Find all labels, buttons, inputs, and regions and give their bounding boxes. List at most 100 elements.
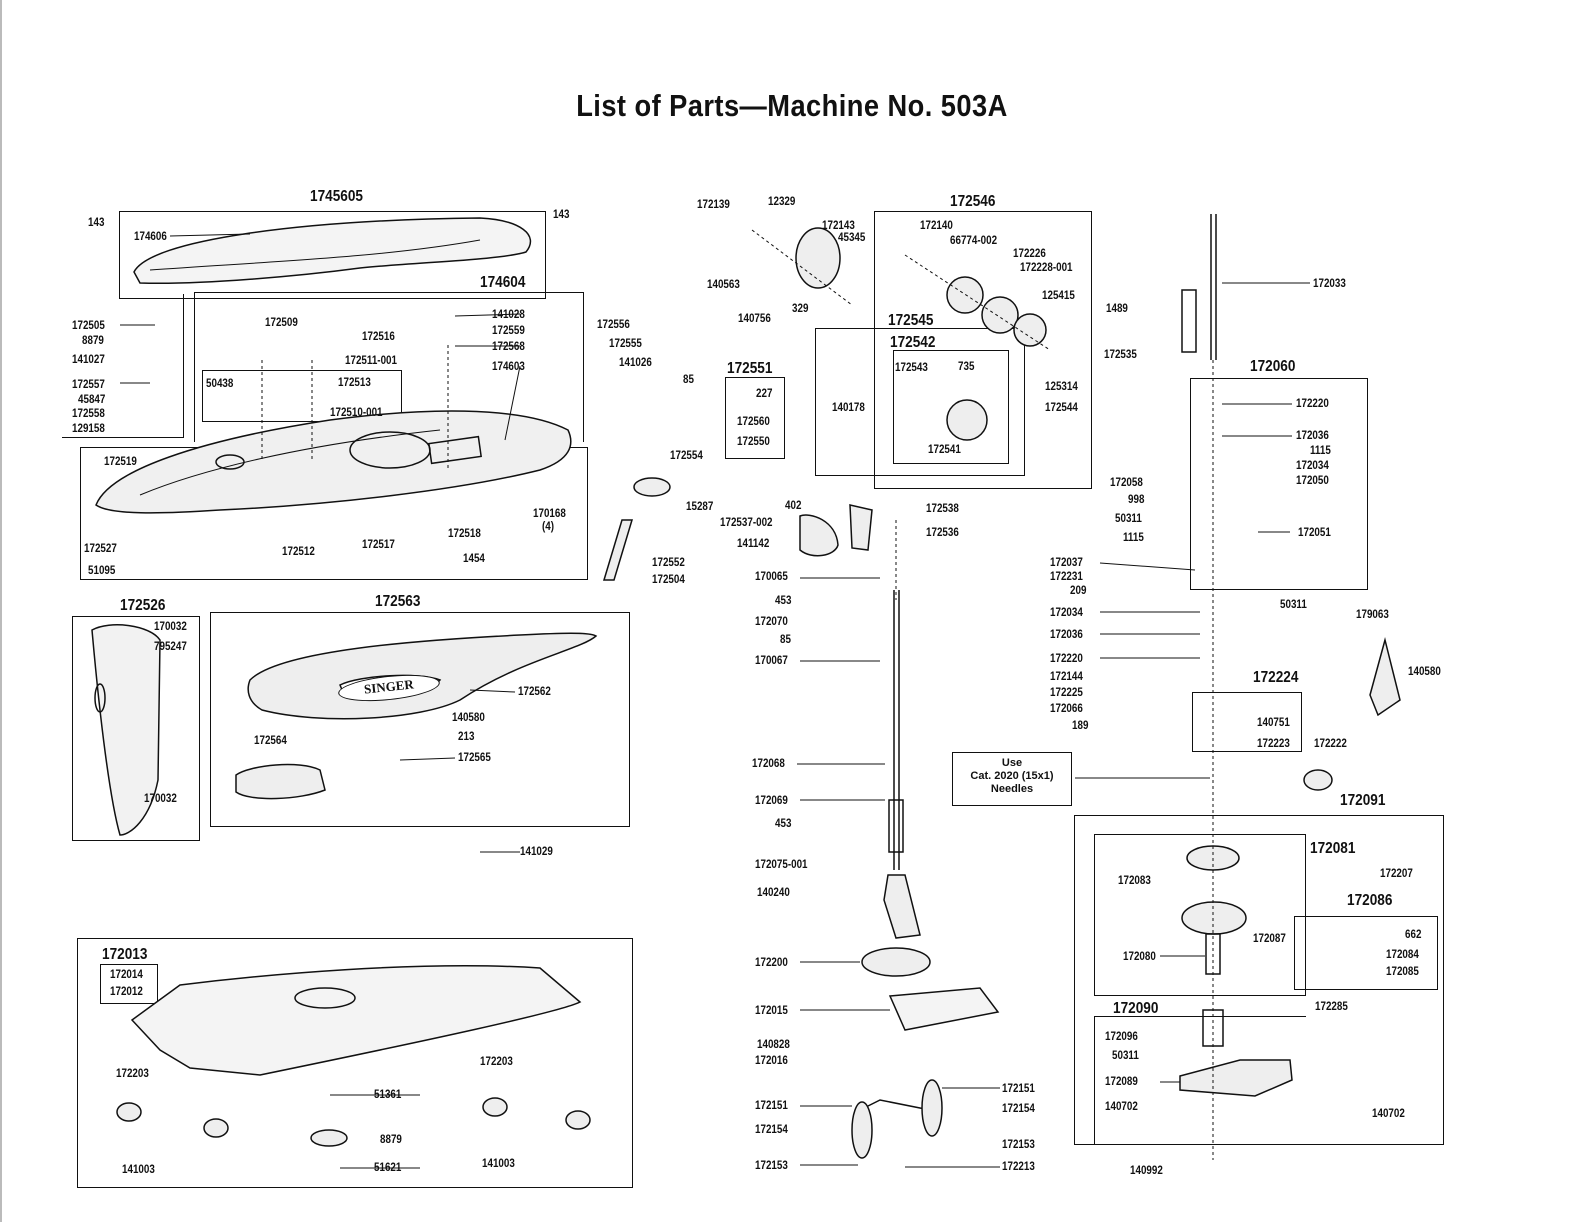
tension-group-box [874,211,1092,489]
part-number-label: 213 [458,729,475,743]
part-number-label: 50311 [1280,597,1307,611]
part-number-label: 172504 [652,572,685,586]
part-number-label: (4) [542,519,555,533]
part-number-label: 51361 [374,1087,402,1101]
needle-bar-group-box [1190,378,1368,590]
part-number-label: 172153 [755,1158,788,1172]
part-number-label: 170067 [755,653,788,667]
part-number-label: 172213 [1002,1159,1035,1173]
part-number-label: 172223 [1257,736,1290,750]
part-number-label: 662 [1405,927,1422,941]
part-number-label: 172555 [609,336,642,350]
part-number-label: 174603 [492,359,525,373]
page-edge [0,0,2,1222]
part-number-label: 172228-001 [1020,260,1073,274]
part-number-label: 51095 [88,563,116,577]
part-number-label: 1454 [463,551,485,565]
part-number-label: 170168 [533,506,566,520]
part-number-label: 45345 [838,230,866,244]
group-label: 172086 [1347,892,1393,909]
group-label: 172545 [888,312,934,329]
part-number-label: 170032 [144,791,177,805]
part-number-label: 172222 [1314,736,1347,750]
part-number-label: 174606 [134,229,167,243]
cover-group-box [119,211,546,299]
part-number-label: 172139 [697,197,730,211]
part-number-label: 140580 [1408,664,1441,678]
part-number-label: 172153 [1002,1137,1035,1151]
part-number-label: 172154 [755,1122,788,1136]
part-number-label: 172527 [84,541,117,555]
part-number-label: 172220 [1296,396,1329,410]
part-number-label: 172050 [1296,473,1329,487]
part-number-label: 1489 [1106,301,1128,315]
part-number-label: 172556 [597,317,630,331]
part-number-label: 209 [1070,583,1087,597]
part-number-label: 8879 [380,1132,402,1146]
part-number-label: 172034 [1296,458,1329,472]
part-number-label: 141026 [619,355,652,369]
group-label: 172013 [102,946,148,963]
part-number-label: 172509 [265,315,298,329]
part-number-label: 66774-002 [950,233,998,247]
part-number-label: 172511-001 [345,353,397,367]
part-number-label: 172512 [282,544,315,558]
group-label: 172081 [1310,840,1356,857]
part-number-label: 125415 [1042,288,1075,302]
part-number-label: 140178 [832,400,865,414]
part-number-label: 172541 [928,442,961,456]
part-number-label: 172066 [1050,701,1083,715]
part-number-label: 179063 [1356,607,1389,621]
part-number-label: 172084 [1386,947,1419,961]
part-number-label: 172559 [492,323,525,337]
part-number-label: 85 [780,632,791,646]
part-number-label: 172087 [1253,931,1286,945]
part-number-label: 140240 [757,885,790,899]
part-number-label: 172036 [1296,428,1329,442]
part-number-label: 51621 [374,1160,402,1174]
part-number-label: 172558 [72,406,105,420]
part-number-label: 172550 [737,434,770,448]
part-number-label: 172535 [1104,347,1137,361]
part-number-label: 170065 [755,569,788,583]
part-number-label: 172220 [1050,651,1083,665]
part-number-label: 50311 [1115,511,1142,525]
thread-eyelet-box [202,370,402,422]
part-number-label: 227 [756,386,773,400]
part-number-label: 172143 [822,218,855,232]
part-number-label: 140702 [1372,1106,1405,1120]
part-number-label: 1115 [1310,443,1331,457]
part-number-label: 50438 [206,376,234,390]
part-number-label: 172034 [1050,605,1083,619]
latch-box [1294,916,1438,990]
part-number-label: 172518 [448,526,481,540]
feed-dog-box [1094,1016,1306,1144]
arm-cover-box [210,612,630,827]
group-label: 172526 [120,597,166,614]
part-number-label: 172538 [926,501,959,515]
left-parts-box [62,294,184,438]
tension-stud-box [893,350,1009,464]
part-number-label: 125314 [1045,379,1078,393]
part-number-label: 141027 [72,352,105,366]
part-number-label: 172505 [72,318,105,332]
part-number-label: 172519 [104,454,137,468]
part-number-label: 12329 [768,194,796,208]
bobbin-case-box [1094,834,1306,996]
part-number-label: 172070 [755,614,788,628]
part-number-label: 172203 [116,1066,149,1080]
part-number-label: 172089 [1105,1074,1138,1088]
part-number-label: 172068 [752,756,785,770]
presser-lifter-box [725,377,785,459]
part-number-label: 172225 [1050,685,1083,699]
part-number-label: 172014 [110,967,143,981]
part-number-label: 172151 [1002,1081,1035,1095]
part-number-label: 140563 [707,277,740,291]
part-number-label: 172144 [1050,669,1083,683]
part-number-label: 172203 [480,1054,513,1068]
part-number-label: 172536 [926,525,959,539]
part-number-label: 85 [683,372,694,386]
part-number-label: 50311 [1112,1048,1139,1062]
part-number-label: 172231 [1050,569,1083,583]
group-label: 172060 [1250,358,1296,375]
